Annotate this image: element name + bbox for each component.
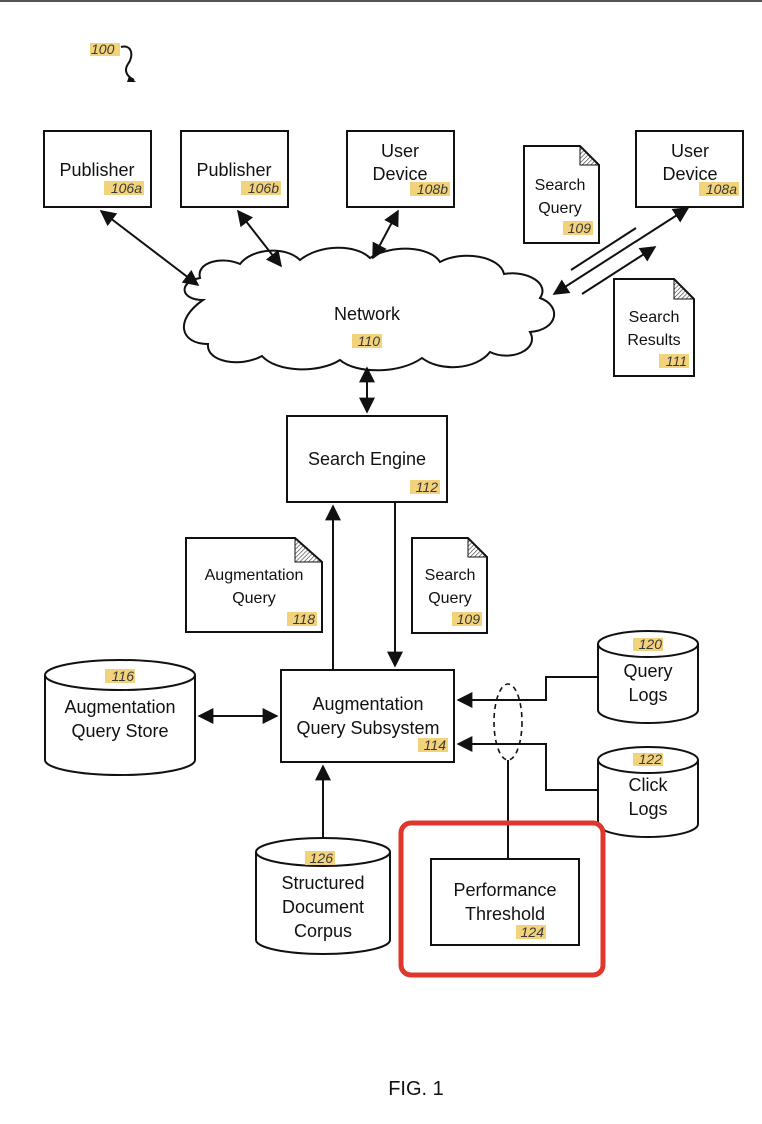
augmentation-query-118-doc: Augmentation Query 118 — [185, 536, 324, 633]
publisher-106b-box: Publisher 106b — [180, 130, 289, 208]
augmentation-query-store-ref: 116 — [112, 668, 135, 684]
structured-document-corpus-line1: Structured — [281, 873, 364, 893]
search-engine-ref: 112 — [416, 479, 439, 495]
search-query-mid-line1: Search — [425, 567, 476, 584]
query-logs-ref: 120 — [639, 636, 663, 652]
search-query-top-line2: Query — [538, 200, 582, 217]
search-query-mid-ref: 109 — [457, 611, 481, 627]
search-results-111-doc: Search Results 111 — [613, 277, 696, 377]
search-query-109-top-doc: Search Query 109 — [523, 144, 601, 244]
structured-document-corpus-126-cylinder: 126 Structured Document Corpus — [255, 837, 391, 955]
user-device-108b-line1: User — [381, 141, 419, 161]
query-logs-line1: Query — [623, 661, 672, 681]
augmentation-query-store-line1: Augmentation — [64, 697, 175, 717]
search-engine-label: Search Engine — [308, 449, 426, 469]
augmentation-query-ref: 118 — [293, 611, 316, 627]
augmentation-query-store-line2: Query Store — [71, 721, 168, 741]
query-logs-line2: Logs — [628, 685, 667, 705]
connector-network-user-device-108a — [552, 207, 690, 295]
performance-threshold-line2: Threshold — [465, 904, 545, 924]
performance-threshold-124-box: Performance Threshold 124 — [430, 858, 580, 946]
figure-ref-label: 100 — [91, 41, 115, 57]
connector-publisher-106b-network — [237, 209, 282, 268]
top-border-line — [0, 0, 762, 2]
network-label: Network — [334, 304, 401, 324]
search-results-line1: Search — [629, 309, 680, 326]
publisher-106a-box: Publisher 106a — [43, 130, 152, 208]
structured-document-corpus-line3: Corpus — [294, 921, 352, 941]
search-query-mid-line2: Query — [428, 590, 472, 607]
network-110-cloud: Network 110 — [183, 246, 556, 372]
performance-threshold-ref: 124 — [521, 924, 545, 940]
augmentation-query-subsystem-114-box: Augmentation Query Subsystem 114 — [280, 669, 455, 763]
click-logs-122-cylinder: 122 Click Logs — [597, 746, 699, 838]
network-ref: 110 — [358, 333, 381, 349]
user-device-108a-line2: Device — [662, 164, 717, 184]
publisher-106b-ref: 106b — [248, 180, 279, 196]
user-device-108a-box: User Device 108a — [635, 130, 744, 208]
search-query-top-ref: 109 — [568, 220, 592, 236]
structured-document-corpus-ref: 126 — [310, 850, 334, 866]
connector-click-logs-subsystem — [456, 736, 598, 791]
threshold-filter-marker — [493, 683, 523, 859]
augmentation-query-line1: Augmentation — [205, 567, 304, 584]
connector-publisher-106a-network — [99, 210, 200, 286]
search-query-109-mid-doc: Search Query 109 — [411, 536, 489, 634]
figure-caption: FIG. 1 — [388, 1078, 444, 1100]
query-logs-120-cylinder: 120 Query Logs — [597, 630, 699, 724]
user-device-108a-ref: 108a — [706, 181, 737, 197]
augmentation-query-subsystem-ref: 114 — [424, 737, 447, 753]
search-results-line2: Results — [627, 332, 680, 349]
click-logs-line1: Click — [629, 775, 669, 795]
augmentation-query-line2: Query — [232, 590, 276, 607]
connector-user-device-108b-network — [372, 209, 399, 260]
performance-threshold-line1: Performance — [453, 880, 556, 900]
click-logs-ref: 122 — [639, 751, 663, 767]
augmentation-query-subsystem-line1: Augmentation — [312, 694, 423, 714]
augmentation-query-subsystem-line2: Query Subsystem — [296, 718, 439, 738]
click-logs-line2: Logs — [628, 799, 667, 819]
search-results-ref: 111 — [666, 353, 687, 369]
search-engine-112-box: Search Engine 112 — [286, 415, 448, 503]
publisher-106a-ref: 106a — [111, 180, 142, 196]
user-device-108b-ref: 108b — [417, 181, 448, 197]
publisher-106a-label: Publisher — [59, 160, 134, 180]
search-query-top-line1: Search — [535, 177, 586, 194]
publisher-106b-label: Publisher — [196, 160, 271, 180]
connector-query-logs-subsystem — [456, 676, 598, 708]
user-device-108b-box: User Device 108b — [346, 130, 455, 208]
user-device-108a-line1: User — [671, 141, 709, 161]
highlight-box — [398, 820, 606, 978]
augmentation-query-store-116-cylinder: 116 Augmentation Query Store — [44, 659, 196, 776]
figure-ref-100: 100 — [90, 41, 136, 82]
user-device-108b-line2: Device — [372, 164, 427, 184]
structured-document-corpus-line2: Document — [282, 897, 364, 917]
